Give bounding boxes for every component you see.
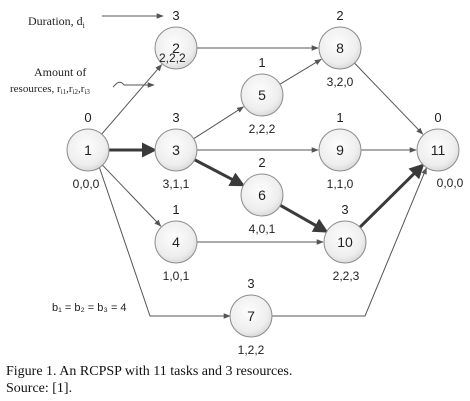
task-id-label: 8: [336, 40, 344, 56]
task-duration-label: 0: [84, 110, 91, 125]
capacity-label: b₁ = b₂ = b₃ = 4: [52, 302, 127, 314]
task-node-circle: [323, 220, 367, 264]
edge-10-to-11: [358, 163, 425, 229]
figure-source: Source: [1].: [6, 381, 73, 396]
edge-5-to-8: [279, 58, 322, 85]
task-node-5: 5 1 2,2,2: [240, 55, 284, 136]
task-duration-label: 2: [258, 155, 265, 170]
task-id-label: 1: [84, 142, 92, 158]
task-node-circle: [154, 128, 198, 172]
edge-1-to-2: [101, 64, 163, 135]
edge-1-to-7: [99, 167, 231, 319]
task-node-circle: [229, 294, 273, 338]
task-duration-label: 3: [341, 202, 348, 217]
task-duration-label: 3: [247, 276, 254, 291]
task-id-label: 5: [258, 87, 266, 103]
task-resources-label: 2,2,2: [159, 51, 186, 65]
task-resources-label: 0,0,0: [437, 176, 464, 190]
task-node-2: 2 3 2,2,2: [154, 8, 198, 70]
task-resources-label: 1,0,1: [163, 269, 190, 283]
legend: Duration, di Amount of resources, ri1,ri…: [10, 13, 164, 314]
edge-6-to-10: [279, 204, 329, 233]
task-resources-label: 2,2,2: [249, 122, 276, 136]
duration-legend-label: Duration, di: [28, 14, 86, 30]
task-node-circle: [66, 128, 110, 172]
task-duration-label: 2: [336, 8, 343, 23]
task-node-3: 3 3 3,1,1: [154, 110, 198, 191]
task-id-label: 11: [431, 142, 446, 158]
task-resources-label: 2,2,3: [333, 269, 360, 283]
node-layer: 100,0,0232,2,2333,1,1411,0,1512,2,2624,0…: [66, 8, 464, 357]
resources-legend-arrow: [112, 81, 155, 88]
task-node-circle: [240, 73, 284, 117]
task-node-circle: [154, 26, 198, 70]
task-id-label: 2: [172, 40, 180, 56]
task-duration-label: 3: [172, 8, 179, 23]
task-node-10: 10 3 2,2,3: [323, 202, 367, 283]
task-node-circle: [318, 128, 362, 172]
task-duration-label: 1: [336, 110, 343, 125]
resources-legend-label-line2: resources, ri1,ri2,ri3: [10, 83, 90, 96]
task-resources-label: 4,0,1: [249, 222, 276, 236]
edge-8-to-11: [354, 62, 424, 135]
task-id-label: 10: [337, 234, 353, 250]
edge-layer: [99, 45, 427, 319]
task-node-1: 1 0 0,0,0: [66, 110, 110, 191]
task-id-label: 7: [247, 308, 255, 324]
task-node-9: 9 1 1,1,0: [318, 110, 362, 191]
task-resources-label: 1,1,0: [327, 177, 354, 191]
figure-caption: Figure 1. An RCPSP with 11 tasks and 3 r…: [6, 364, 293, 379]
edge-3-to-6: [193, 158, 246, 187]
task-node-7: 7 3 1,2,2: [229, 276, 273, 357]
edge-3-to-5: [193, 106, 245, 140]
resources-legend-label-line1: Amount of: [34, 65, 86, 79]
task-resources-label: 1,2,2: [238, 343, 265, 357]
task-id-label: 4: [172, 234, 180, 250]
task-node-circle: [416, 128, 460, 172]
task-resources-label: 0,0,0: [73, 177, 100, 191]
task-resources-label: 3,2,0: [327, 75, 354, 89]
task-node-circle: [154, 220, 198, 264]
task-resources-label: 3,1,1: [163, 177, 190, 191]
task-id-label: 6: [258, 187, 266, 203]
edge-1-to-4: [102, 164, 162, 227]
task-node-11: 11 0 0,0,0: [416, 110, 464, 190]
task-node-8: 8 2 3,2,0: [318, 8, 362, 89]
task-node-circle: [318, 26, 362, 70]
task-id-label: 9: [336, 142, 344, 158]
task-duration-label: 1: [172, 202, 179, 217]
task-duration-label: 1: [258, 55, 265, 70]
task-duration-label: 3: [172, 110, 179, 125]
task-node-circle: [240, 173, 284, 217]
edge-7-to-11: [272, 167, 427, 317]
task-id-label: 3: [172, 142, 180, 158]
task-node-4: 4 1 1,0,1: [154, 202, 198, 283]
task-duration-label: 0: [434, 110, 441, 125]
task-node-6: 6 2 4,0,1: [240, 155, 284, 236]
